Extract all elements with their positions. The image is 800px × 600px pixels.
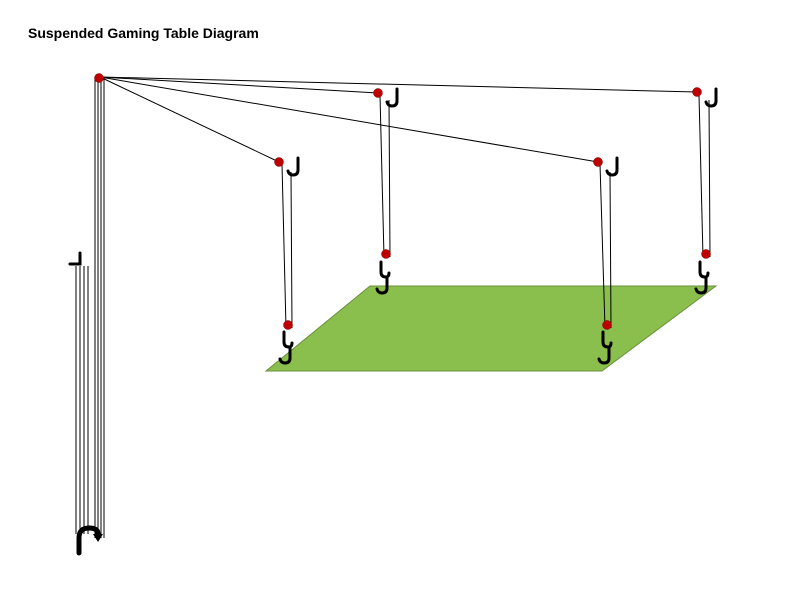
pulleys [94,73,711,330]
table-pulley-back-right [701,249,711,259]
table-pulley-front-right [602,320,612,330]
ceiling-pulley-front-left [274,157,284,167]
drop-rope-back-left-a [379,94,385,258]
ceiling-hook-back-right [704,87,718,108]
table-pulley-front-left [283,320,293,330]
wall-cleats [68,251,103,556]
wall-cleat-bottom-arrow [93,534,103,542]
table-hooks [278,260,710,365]
rope-anchor-to-front-right [99,76,599,163]
ceiling-pulley-back-right [692,87,702,97]
table-surface[interactable] [264,285,718,372]
ceiling-hook-back-left [385,87,399,108]
drop-rope-back-left-b [388,99,391,258]
rope-anchor-to-back-right [99,76,698,93]
table-hook-front-left [278,330,294,365]
drop-rope-front-left-a [281,163,287,329]
wall-cleat-top [68,251,82,266]
table-hook-back-right [694,260,710,295]
anchor-pulley [94,73,104,83]
ceiling-hook-front-left [286,156,300,177]
rope-anchor-to-back-left [99,76,379,94]
ceiling-pulley-back-left [373,88,383,98]
drop-rope-front-left-b [290,171,293,329]
ceiling-pulley-front-right [593,157,603,167]
rope-anchor-to-front-left [99,76,280,163]
drop-ropes [281,94,711,329]
ceiling-hook-front-right [605,156,619,177]
drop-rope-back-right-b [708,99,711,258]
table-hook-back-left [375,260,391,295]
drop-rope-front-right-b [609,171,612,329]
ceiling-hooks [286,87,718,177]
table-pulley-back-left [381,249,391,259]
drop-rope-back-right-a [698,94,704,258]
drop-rope-front-right-a [599,163,606,329]
wall-ropes [75,78,105,538]
diagram-title: Suspended Gaming Table Diagram [28,25,259,41]
anchor-ropes [99,76,698,163]
wall-cleat-bottom [76,525,101,556]
table-hook-front-right [597,330,613,365]
